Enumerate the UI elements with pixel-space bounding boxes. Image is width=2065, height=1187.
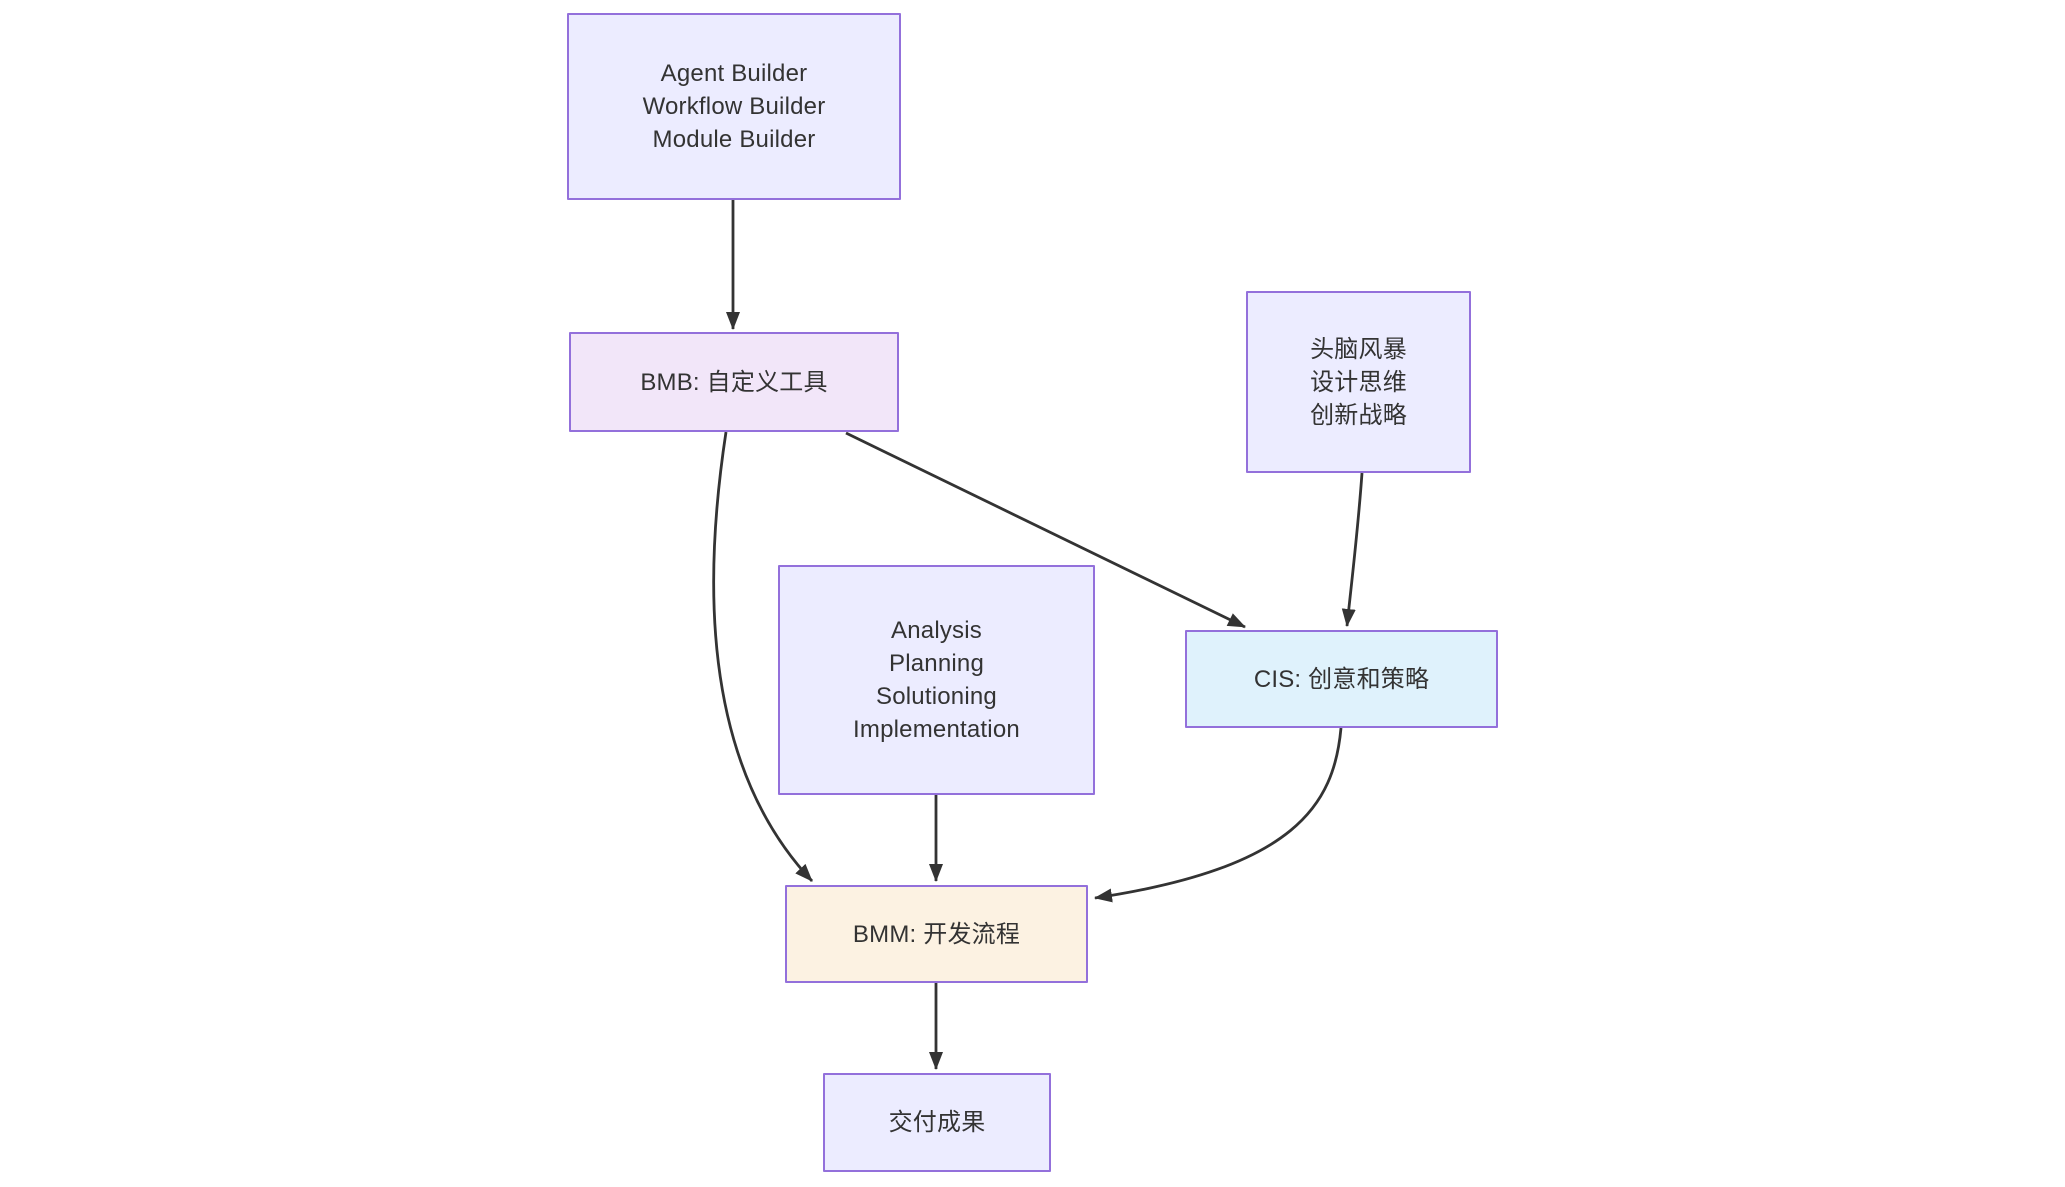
node-builders-line-2: Workflow Builder xyxy=(642,93,826,120)
node-brainstorm-line-1: 头脑风暴 xyxy=(1310,335,1407,363)
node-phases-line-1: Analysis xyxy=(891,617,982,644)
edge-bmb-to-bmm xyxy=(712,431,814,882)
node-deliver: 交付成果 xyxy=(823,1073,1051,1172)
node-phases-line-2: Planning xyxy=(888,650,984,677)
node-bmm: BMM: 开发流程 xyxy=(785,885,1088,983)
node-cis: CIS: 创意和策略 xyxy=(1185,630,1498,728)
node-phases: Analysis Planning Solutioning Implementa… xyxy=(778,565,1095,795)
edge-bmb-to-cis xyxy=(845,431,1246,629)
node-deliver-label: 交付成果 xyxy=(888,1109,986,1136)
node-phases-line-4: Implementation xyxy=(853,716,1020,743)
node-builders: Agent Builder Workflow Builder Module Bu… xyxy=(567,13,901,200)
node-bmb: BMB: 自定义工具 xyxy=(569,332,899,432)
node-phases-line-3: Solutioning xyxy=(876,683,997,710)
edge-brainstorm-to-cis xyxy=(1341,472,1364,627)
node-bmb-label: BMB: 自定义工具 xyxy=(640,368,828,396)
node-brainstorm-line-2: 设计思维 xyxy=(1310,368,1407,396)
node-brainstorm-line-3: 创新战略 xyxy=(1310,401,1407,429)
node-brainstorm: 头脑风暴 设计思维 创新战略 xyxy=(1246,291,1471,473)
node-builders-line-1: Agent Builder xyxy=(660,60,808,87)
node-bmm-label: BMM: 开发流程 xyxy=(852,920,1021,948)
edge-cis-to-bmm xyxy=(1094,727,1343,903)
node-cis-label: CIS: 创意和策略 xyxy=(1253,665,1430,693)
node-builders-line-3: Module Builder xyxy=(652,126,816,153)
